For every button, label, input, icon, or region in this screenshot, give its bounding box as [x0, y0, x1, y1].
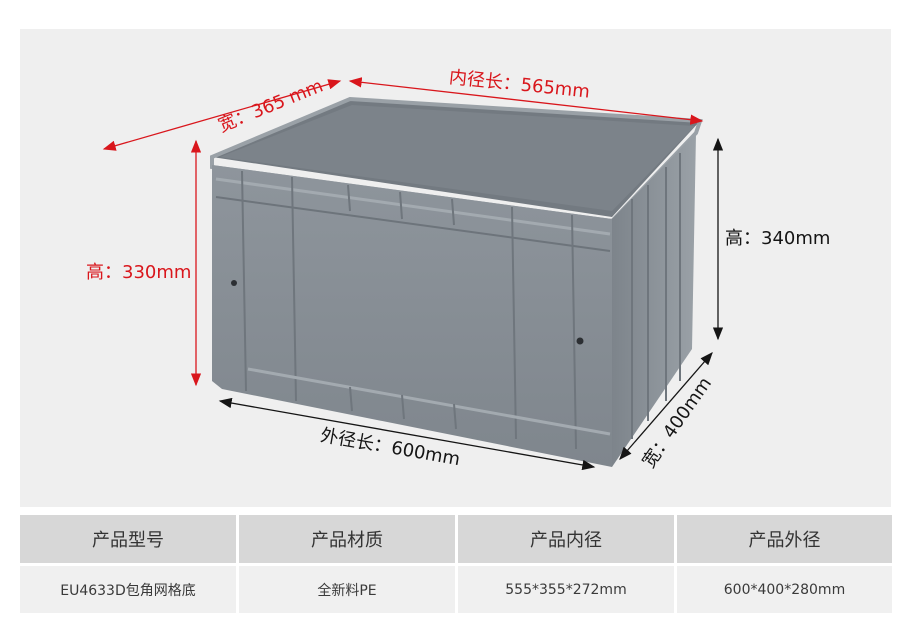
header-material: 产品材质 [239, 515, 455, 563]
height-right-label: 高：340mm [725, 228, 831, 249]
table-header-row: 产品型号 产品材质 产品内径 产品外径 [20, 515, 892, 563]
header-outer-size: 产品外径 [677, 515, 892, 563]
product-image: 宽：365 mm 内径长：565mm 高：330mm 高：340mm 外径长：6… [20, 29, 891, 507]
cell-outer-size: 600*400*280mm [677, 566, 892, 613]
cell-model: EU4633D包角网格底 [20, 566, 236, 613]
header-inner-size: 产品内径 [458, 515, 674, 563]
table-row: EU4633D包角网格底 全新料PE 555*355*272mm 600*400… [20, 563, 892, 613]
cell-material: 全新料PE [239, 566, 455, 613]
crate-illustration [102, 77, 724, 471]
height-left-label: 高：330mm [86, 262, 192, 283]
header-model: 产品型号 [20, 515, 236, 563]
cell-inner-size: 555*355*272mm [458, 566, 674, 613]
spec-table: 产品型号 产品材质 产品内径 产品外径 EU4633D包角网格底 全新料PE 5… [20, 515, 892, 613]
